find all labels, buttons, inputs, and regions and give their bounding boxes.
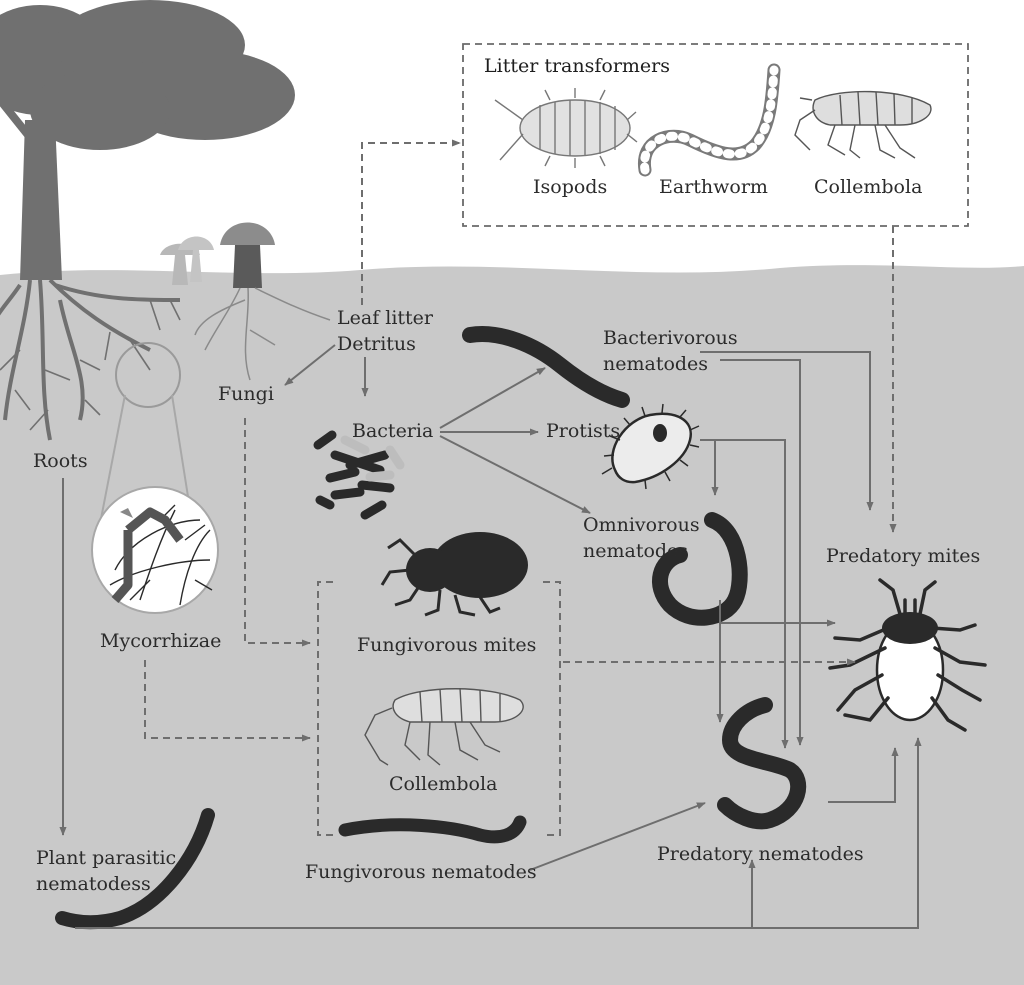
protists-label: Protists	[546, 420, 621, 442]
protist-icon	[601, 403, 700, 490]
bacteria-label: Bacteria	[352, 420, 434, 442]
plant-parasitic-nematodes-label-2: nematodess	[36, 873, 151, 895]
omnivorous-nematodes-label-2: nematodes	[583, 540, 689, 562]
fungivorous-mites-label: Fungivorous mites	[357, 634, 537, 656]
tree-icon	[0, 0, 295, 441]
leaf-litter-label: Leaf litter	[337, 307, 434, 329]
collembola-mid-label: Collembola	[389, 773, 498, 795]
predatory-mites-label: Predatory mites	[826, 545, 981, 567]
solid-arrows	[59, 344, 922, 929]
isopod-icon	[494, 88, 638, 168]
mite-icon	[380, 532, 528, 617]
mite-icon	[828, 578, 987, 732]
litter-transformers-title: Litter transformers	[484, 55, 671, 77]
bacterivorous-nematodes-label-2: nematodes	[603, 353, 709, 375]
mycorrhizae-icon	[91, 342, 219, 614]
nematode-icon	[717, 697, 807, 830]
predatory-nematodes-label: Predatory nematodes	[657, 843, 864, 865]
collembola-top-label: Collembola	[814, 176, 923, 198]
bacterivorous-nematodes-label-1: Bacterivorous	[603, 327, 738, 349]
omnivorous-nematodes-label-1: Omnivorous	[583, 514, 700, 536]
plant-parasitic-nematodes-label-1: Plant parasitic	[36, 847, 177, 869]
bacteria-icon	[313, 430, 405, 520]
soil-background	[0, 265, 1024, 985]
dashed-arrows	[144, 139, 897, 836]
nematode-icon	[338, 815, 527, 844]
earthworm-label: Earthworm	[659, 176, 768, 198]
fungi-label: Fungi	[218, 383, 274, 405]
detritus-label: Detritus	[337, 333, 416, 355]
fungivorous-nematodes-label: Fungivorous nematodes	[305, 861, 537, 883]
litter-transformers-box	[462, 43, 969, 227]
roots-label: Roots	[33, 450, 88, 472]
isopods-label: Isopods	[533, 176, 608, 198]
mycorrhizae-label: Mycorrhizae	[100, 630, 222, 652]
collembola-icon	[364, 687, 524, 766]
nematode-icon	[462, 326, 630, 408]
nematode-icon	[652, 512, 748, 626]
nematode-icon	[55, 808, 215, 930]
mushroom-icon	[160, 222, 331, 381]
collembola-icon	[794, 90, 932, 159]
